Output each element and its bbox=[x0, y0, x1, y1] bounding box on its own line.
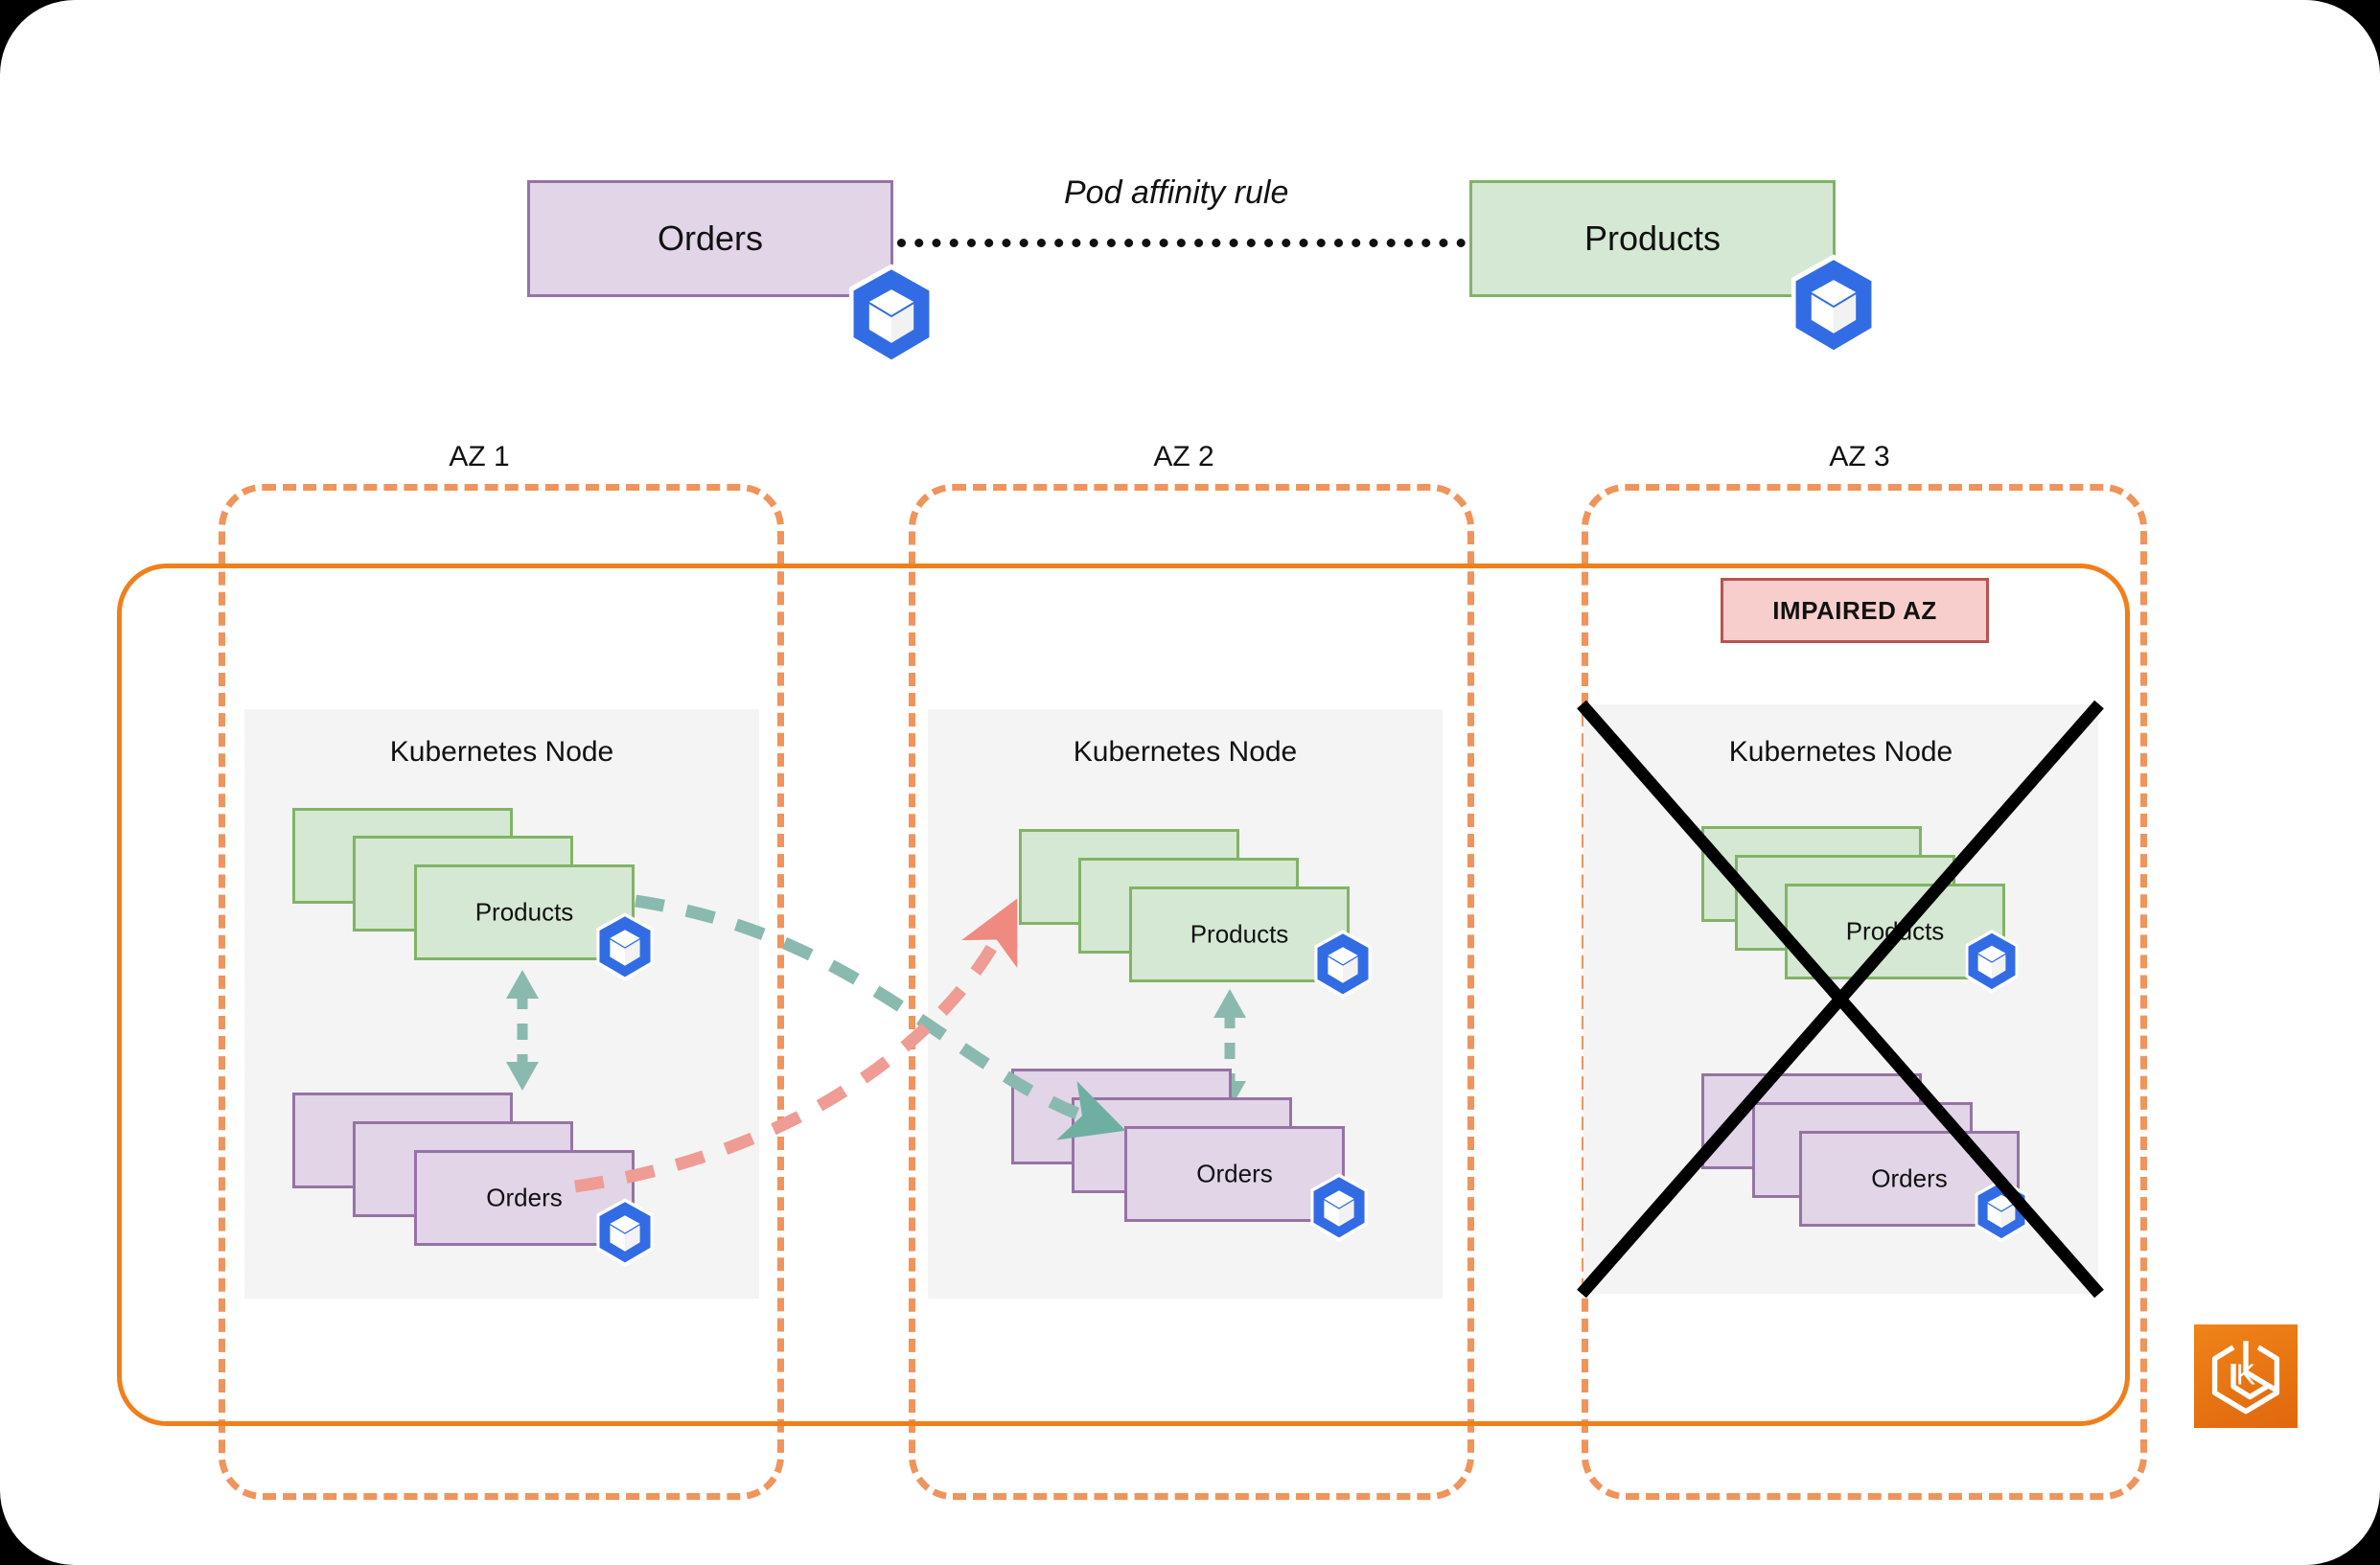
service-box-products-label: Products bbox=[1583, 219, 1721, 258]
service-box-orders[interactable]: Orders bbox=[527, 180, 893, 297]
affinity-arrow-az1 bbox=[506, 970, 539, 1091]
pod-az1-orders-label: Orders bbox=[486, 1183, 563, 1212]
kubernetes-logo-icon bbox=[1975, 1179, 2028, 1243]
pod-az2-orders-label: Orders bbox=[1196, 1159, 1273, 1188]
brand-k-logo-icon: K bbox=[2194, 1324, 2298, 1428]
az-label-1: AZ 1 bbox=[449, 441, 510, 472]
service-box-products[interactable]: Products bbox=[1469, 180, 1836, 297]
service-box-orders-label: Orders bbox=[657, 219, 764, 258]
kubernetes-logo-icon bbox=[1310, 1173, 1368, 1243]
az-label-2: AZ 2 bbox=[1153, 441, 1214, 472]
node-title-az2: Kubernetes Node bbox=[1073, 736, 1298, 768]
kubernetes-logo-icon bbox=[596, 1198, 654, 1268]
node-title-az1: Kubernetes Node bbox=[389, 736, 614, 768]
kubernetes-logo-icon bbox=[1791, 254, 1877, 357]
kubernetes-logo-icon bbox=[1965, 930, 2019, 994]
pod-affinity-connector bbox=[897, 239, 1466, 247]
svg-text:K: K bbox=[2236, 1360, 2255, 1392]
impaired-az-badge-label: IMPAIRED AZ bbox=[1772, 595, 1937, 625]
pod-affinity-rule-label: Pod affinity rule bbox=[1064, 174, 1289, 211]
impaired-az-badge: IMPAIRED AZ bbox=[1721, 578, 1989, 643]
node-title-az3: Kubernetes Node bbox=[1728, 736, 1953, 768]
pod-az2-orders-front[interactable]: Orders bbox=[1124, 1126, 1345, 1222]
pod-az1-products-label: Products bbox=[474, 897, 574, 927]
pod-az2-products-front[interactable]: Products bbox=[1129, 886, 1350, 982]
kubernetes-cluster-boundary bbox=[117, 564, 2130, 1426]
kubernetes-logo-icon bbox=[1314, 930, 1372, 1000]
kubernetes-logo-icon bbox=[596, 912, 654, 982]
kubernetes-logo-icon bbox=[848, 264, 935, 367]
pod-az2-products-label: Products bbox=[1190, 919, 1289, 949]
az-label-3: AZ 3 bbox=[1829, 441, 1890, 472]
